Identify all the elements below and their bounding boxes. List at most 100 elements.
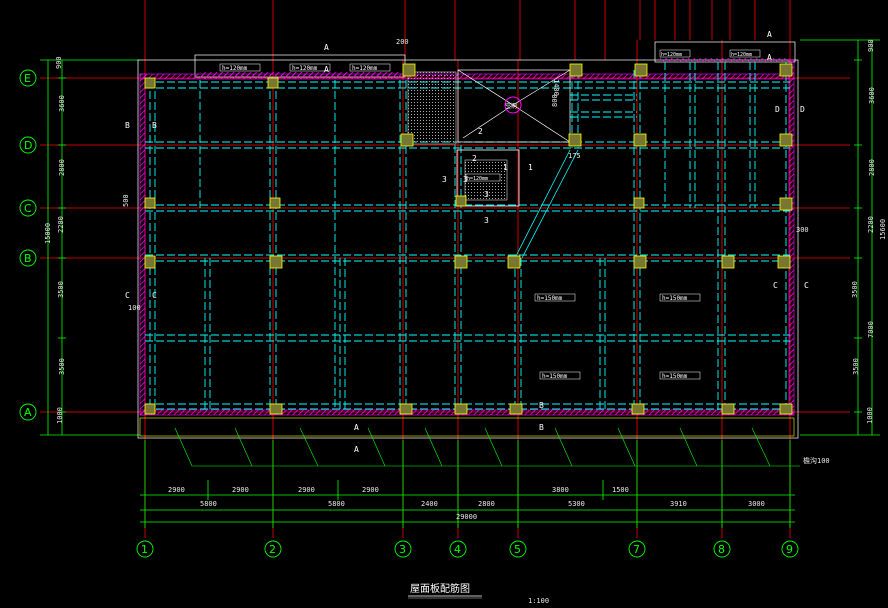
right-dimensions [800,39,880,436]
eave-label: 檐沟100 [803,456,830,465]
slab-label-10: h=120mm [467,176,488,182]
gutter-leaders [174,427,800,467]
mark-3d: 3 [484,216,489,225]
sec-c-right2: C [804,281,809,290]
skylight [457,69,571,143]
slab-label-5: h=120mm [222,65,248,72]
axis-bubbles-left [19,69,37,421]
axis-bubbles-bottom [136,540,799,558]
axis-label-B: B [24,252,32,265]
axis-label-9: 9 [786,543,793,556]
bottom-dim-total: 29000 [456,513,477,521]
beams [145,62,790,410]
sec-a-top: A [324,43,329,52]
bottom-dim2-1: 5800 [200,500,217,508]
left-dim-2: 3600 [58,95,66,112]
right-dim-text: 900 3600 2800 2200 3500 3500 1000 7000 1… [851,39,887,424]
drawing-scale: 1:100 [528,597,549,605]
bottom-dim2-3: 2400 [421,500,438,508]
axis-label-8: 8 [718,543,725,556]
left-dim-3: 2800 [58,159,66,176]
sec-b-bottom2: B [539,423,544,432]
bottom-dim-8: 1500 [612,486,629,494]
sec-b-bottom: B [539,401,544,410]
bottom-dim-7: 3800 [552,486,569,494]
mark-1b: 1 [528,163,533,172]
mark-2: 2 [478,127,483,136]
slab-labels: h=150mm h=150mm h=150mm h=150mm h=120mm … [219,49,761,380]
sec-a-bottom: A [354,423,359,432]
slab-label-6: h=120mm [292,65,318,72]
sec-d-right: D [775,105,780,114]
small-annotations: 200 500 100 300 1400 800 175 檐沟100 [122,38,830,465]
right-dim-2: 3600 [868,87,876,104]
gutter [139,417,795,437]
left-dim-7: 1000 [56,407,64,424]
sec-c-left2: C [152,291,157,300]
bottom-dim2-7: 3000 [748,500,765,508]
slab-label-3: h=150mm [542,373,568,380]
sec-a-right: A [767,30,772,39]
axis-label-7: 7 [633,543,640,556]
bottom-dimensions [140,440,795,528]
right-dim-total: 15600 [879,219,887,240]
left-dim-1: 900 [55,56,63,69]
left-dim-6: 3500 [58,358,66,375]
left-dim-text: 900 3600 2800 2200 3500 3500 1000 15000 [44,56,66,424]
right-dim-1: 900 [867,39,875,52]
axis-bubble-labels-bottom: 1 2 3 4 5 7 8 9 [141,543,793,556]
slab-label-2: h=150mm [662,295,688,302]
bottom-dim-2: 2900 [232,486,249,494]
slab-label-7: h=120mm [352,65,378,72]
axis-bubble-labels-left: E D C B A [24,72,32,419]
bottom-dim2-5: 5300 [568,500,585,508]
bottom-dim2-4: 2800 [478,500,495,508]
bottom-dim-4: 2900 [362,486,379,494]
section-markers: A A A A A A B B B B C C C C D D 2 2 3 3 … [125,30,809,454]
sec-c-left: C [125,291,130,300]
sec-c-right: C [773,281,778,290]
drawing-title-block: 屋面板配筋图 1:100 [408,582,549,605]
right-dim-3: 2800 [868,159,876,176]
stair-175: 175 [568,152,581,160]
bottom-dim-3: 2900 [298,486,315,494]
stair-diagonals [514,149,579,259]
right-dim-4: 2200 [867,216,875,233]
right-300: 300 [796,226,809,234]
right-dim-5: 3500 [851,281,859,298]
axis-label-A: A [24,406,32,419]
axis-label-5: 5 [514,543,521,556]
vertical-axes [144,40,791,538]
axis-label-E: E [24,72,31,85]
top-axis-stubs [144,0,791,75]
mark-3b: 3 [463,175,468,184]
slab-label-9: h=120mm [731,52,752,58]
top-dim: 200 [396,38,409,46]
parapet-wall [139,58,795,416]
stair-opening [407,71,457,145]
mark-1a: 1 [503,163,508,172]
axis-label-2: 2 [269,543,276,556]
sec-d-right2: D [800,105,805,114]
drawing-title: 屋面板配筋图 [410,582,470,595]
sec-a-bottom2: A [354,445,359,454]
bottom-dim2-2: 5800 [328,500,345,508]
left-dim-total: 15000 [44,223,52,244]
slab-label-1: h=150mm [537,295,563,302]
bottom-dim2-6: 3910 [670,500,687,508]
mark-2b: 2 [472,154,477,163]
right-dim-7: 1000 [866,407,874,424]
axis-label-C: C [24,202,32,215]
stair-1400: 1400 [552,79,560,96]
right-dim-sub: 7000 [867,321,875,338]
mark-3c: 3 [484,190,489,199]
sec-b-left: B [125,121,130,130]
stair-800: 800 [551,94,559,107]
left-dim-5: 3500 [57,281,65,298]
wall-dim: 500 [122,194,130,207]
columns [144,63,793,415]
left-dimensions [40,59,140,436]
sec-b-left2: B [152,121,157,130]
axis-label-4: 4 [454,543,461,556]
